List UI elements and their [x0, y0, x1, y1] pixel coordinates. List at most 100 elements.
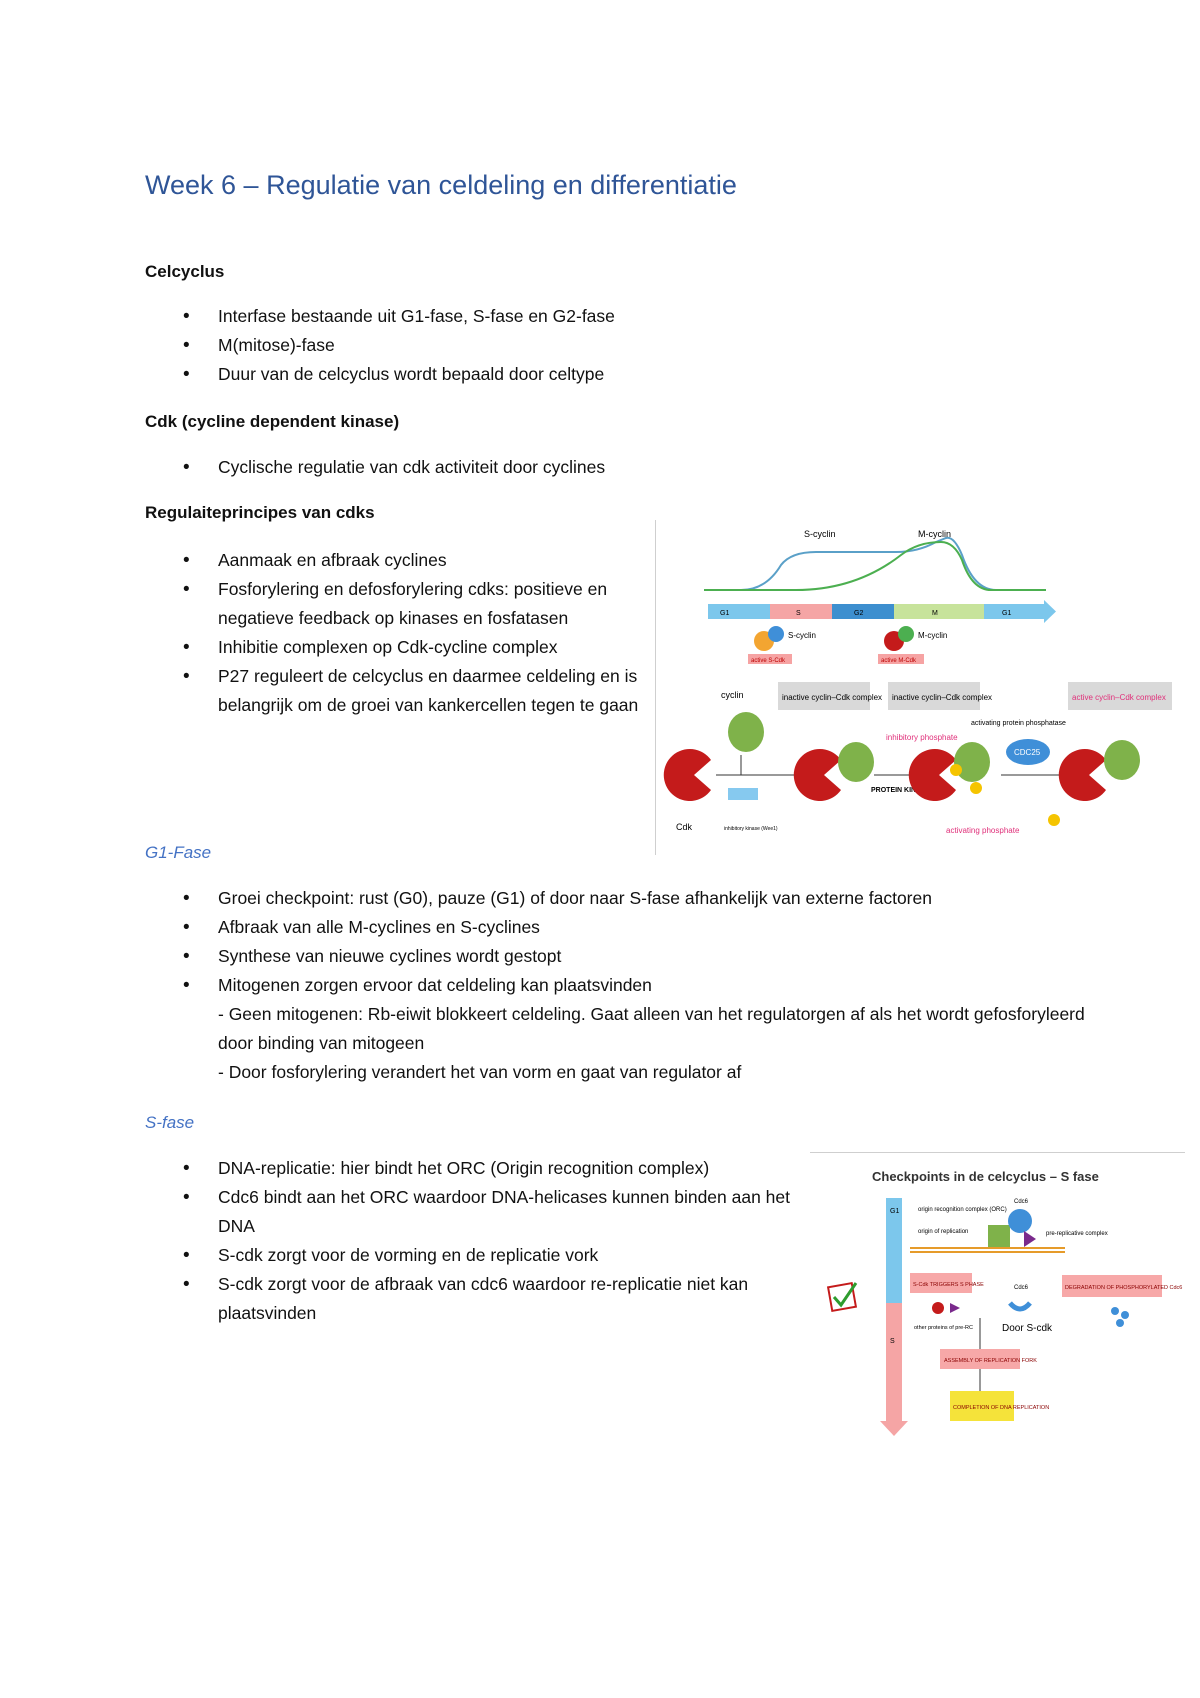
phase-label: G1: [1002, 610, 1011, 617]
phase-label: S: [796, 610, 801, 617]
cdc6-shape: [1008, 1209, 1032, 1233]
inhibitory-phosphate-dot: [950, 764, 962, 776]
activating-phosphate-label: activating phosphate: [946, 826, 1020, 835]
m-cyclin-curve: [704, 540, 1046, 591]
completion-box: [950, 1391, 1014, 1421]
s-cyclin-small-label: S-cyclin: [788, 631, 816, 640]
inactive-label-1: inactive cyclin–Cdk complex: [782, 693, 882, 702]
heading-cdk: Cdk (cycline dependent kinase): [145, 412, 400, 431]
complex-3-cdk: [908, 749, 956, 801]
activating-phosphate-dot: [970, 782, 982, 794]
cdc6-label: Cdc6: [1014, 1199, 1029, 1205]
g1-label: G1: [890, 1208, 899, 1215]
orc-label: origin recognition complex (ORC): [918, 1207, 1007, 1213]
active-s-cdk-label: active S-Cdk: [751, 658, 786, 664]
activating-phosphatase-label: activating protein phosphatase: [971, 720, 1066, 727]
list-item: DNA-replicatie: hier bindt het ORC (Orig…: [145, 1154, 805, 1183]
phase-label: G2: [854, 610, 863, 617]
list-item-text: Mitogenen zorgen ervoor dat celdeling ka…: [218, 975, 652, 995]
complex-3-cyclin: [954, 742, 990, 782]
s-cdk-triggers-label: S-Cdk TRIGGERS S PHASE: [913, 1282, 984, 1288]
active-m-cdk-label: active M-Cdk: [881, 658, 917, 664]
check-icon: [832, 1282, 858, 1308]
phase-g1b: [984, 604, 1044, 619]
active-complex-cyclin: [1104, 740, 1140, 780]
list-sfase: DNA-replicatie: hier bindt het ORC (Orig…: [145, 1154, 805, 1328]
m-cyclin-label: M-cyclin: [918, 529, 951, 539]
active-complex-cdk: [1058, 749, 1106, 801]
assembly-box: [940, 1349, 1020, 1369]
cdc6-label-2: Cdc6: [1014, 1285, 1029, 1291]
phase-arrow-head: [1044, 600, 1056, 623]
list-g1: Groei checkpoint: rust (G0), pauze (G1) …: [145, 884, 1085, 1087]
cdc6-released-shape: [1008, 1301, 1032, 1312]
list-item: Cdc6 bindt aan het ORC waardoor DNA-heli…: [145, 1183, 805, 1241]
heading-sfase: S-fase: [145, 1113, 195, 1132]
s-phase-diagram: Checkpoints in de celcyclus – S fase G1 …: [826, 1169, 1182, 1436]
phase-g2: [832, 604, 894, 619]
inactive-label-2: inactive cyclin–Cdk complex: [892, 693, 992, 702]
door-s-cdk-label: Door S-cdk: [1002, 1323, 1053, 1334]
list-item: Synthese van nieuwe cyclines wordt gesto…: [145, 942, 1085, 971]
cdc25-label: CDC25: [1014, 748, 1041, 757]
released-phosphate-dot: [1048, 814, 1060, 826]
inhibitory-kinase-label: inhibitory kinase (Wee1): [724, 826, 778, 832]
heading-celcyclus: Celcyclus: [145, 262, 225, 281]
page-title: Week 6 – Regulatie van celdeling en diff…: [145, 170, 737, 200]
s-cdk-cyclin: [768, 626, 784, 642]
cyclin-label: cyclin: [721, 690, 744, 700]
s-cyclin-curve: [704, 536, 1046, 591]
other-protein-dot: [932, 1302, 944, 1314]
heading-g1: G1-Fase: [145, 843, 212, 862]
checkbox-icon: [826, 1281, 858, 1313]
list-item: S-cdk zorgt voor de vorming en de replic…: [145, 1241, 805, 1270]
fragment-icon: [1121, 1311, 1129, 1319]
protein-kinases-label: PROTEIN KINASES: [871, 787, 936, 794]
m-cdk-cyclin: [898, 626, 914, 642]
s-label: S: [890, 1338, 895, 1345]
list-item: M(mitose)-fase: [145, 331, 1005, 360]
list-cdk: Cyclische regulatie van cdk activiteit d…: [145, 453, 1005, 482]
heading-principes: Regulaiteprincipes van cdks: [145, 503, 375, 522]
orc-shape: [988, 1225, 1010, 1247]
list-item: Aanmaak en afbraak cyclines: [145, 546, 645, 575]
completion-label: COMPLETION OF DNA REPLICATION: [953, 1405, 1049, 1411]
active-s-cdk-box: [748, 654, 792, 664]
list-item: P27 reguleert de celcyclus en daarmee ce…: [145, 662, 645, 720]
list-item: Duur van de celcyclus wordt bepaald door…: [145, 360, 1005, 389]
fragment-icon: [1116, 1319, 1124, 1327]
cyclin-shape: [728, 712, 764, 752]
inactive-box-1: [778, 682, 870, 710]
complex-2-cyclin: [838, 742, 874, 782]
inactive-box-2: [888, 682, 980, 710]
s-arrow-head: [880, 1421, 908, 1436]
phase-s: [770, 604, 832, 619]
list-principes: Aanmaak en afbraak cyclines Fosforylerin…: [145, 546, 645, 720]
inhibitory-kinase-shape: [728, 788, 758, 800]
origin-label: origin of replication: [918, 1229, 968, 1235]
degradation-box: [1062, 1275, 1162, 1297]
degradation-label: DEGRADATION OF PHOSPHORYLATED Cdc6: [1065, 1285, 1182, 1291]
list-item: Interfase bestaande uit G1-fase, S-fase …: [145, 302, 1005, 331]
m-cyclin-small-label: M-cyclin: [918, 631, 947, 640]
active-label: active cyclin–Cdk complex: [1072, 693, 1166, 702]
phase-label: M: [932, 610, 938, 617]
other-protein-triangle: [950, 1303, 960, 1313]
other-proteins-label: other proteins of pre-RC: [914, 1325, 973, 1331]
list-item: S-cdk zorgt voor de afbraak van cdc6 waa…: [145, 1270, 805, 1328]
assembly-label: ASSEMBLY OF REPLICATION FORK: [944, 1358, 1037, 1364]
figure-s-phase-checkpoint: Checkpoints in de celcyclus – S fase G1 …: [810, 1152, 1185, 1438]
cdk-shape: [663, 749, 711, 801]
pre-rc-protein: [1024, 1231, 1036, 1247]
list-item: Groei checkpoint: rust (G0), pauze (G1) …: [145, 884, 1085, 913]
phase-g1: [708, 604, 770, 619]
active-box: [1068, 682, 1172, 710]
phase-label: G1: [720, 610, 729, 617]
list-item: Mitogenen zorgen ervoor dat celdeling ka…: [145, 971, 1085, 1087]
figure2-title: Checkpoints in de celcyclus – S fase: [872, 1169, 1099, 1184]
cdc25-shape: [1006, 739, 1050, 765]
phase-m: [894, 604, 984, 619]
list-item: Cyclische regulatie van cdk activiteit d…: [145, 453, 1005, 482]
g1-bar: [886, 1198, 902, 1303]
sub-item: - Geen mitogenen: Rb-eiwit blokkeert cel…: [218, 1004, 1085, 1053]
